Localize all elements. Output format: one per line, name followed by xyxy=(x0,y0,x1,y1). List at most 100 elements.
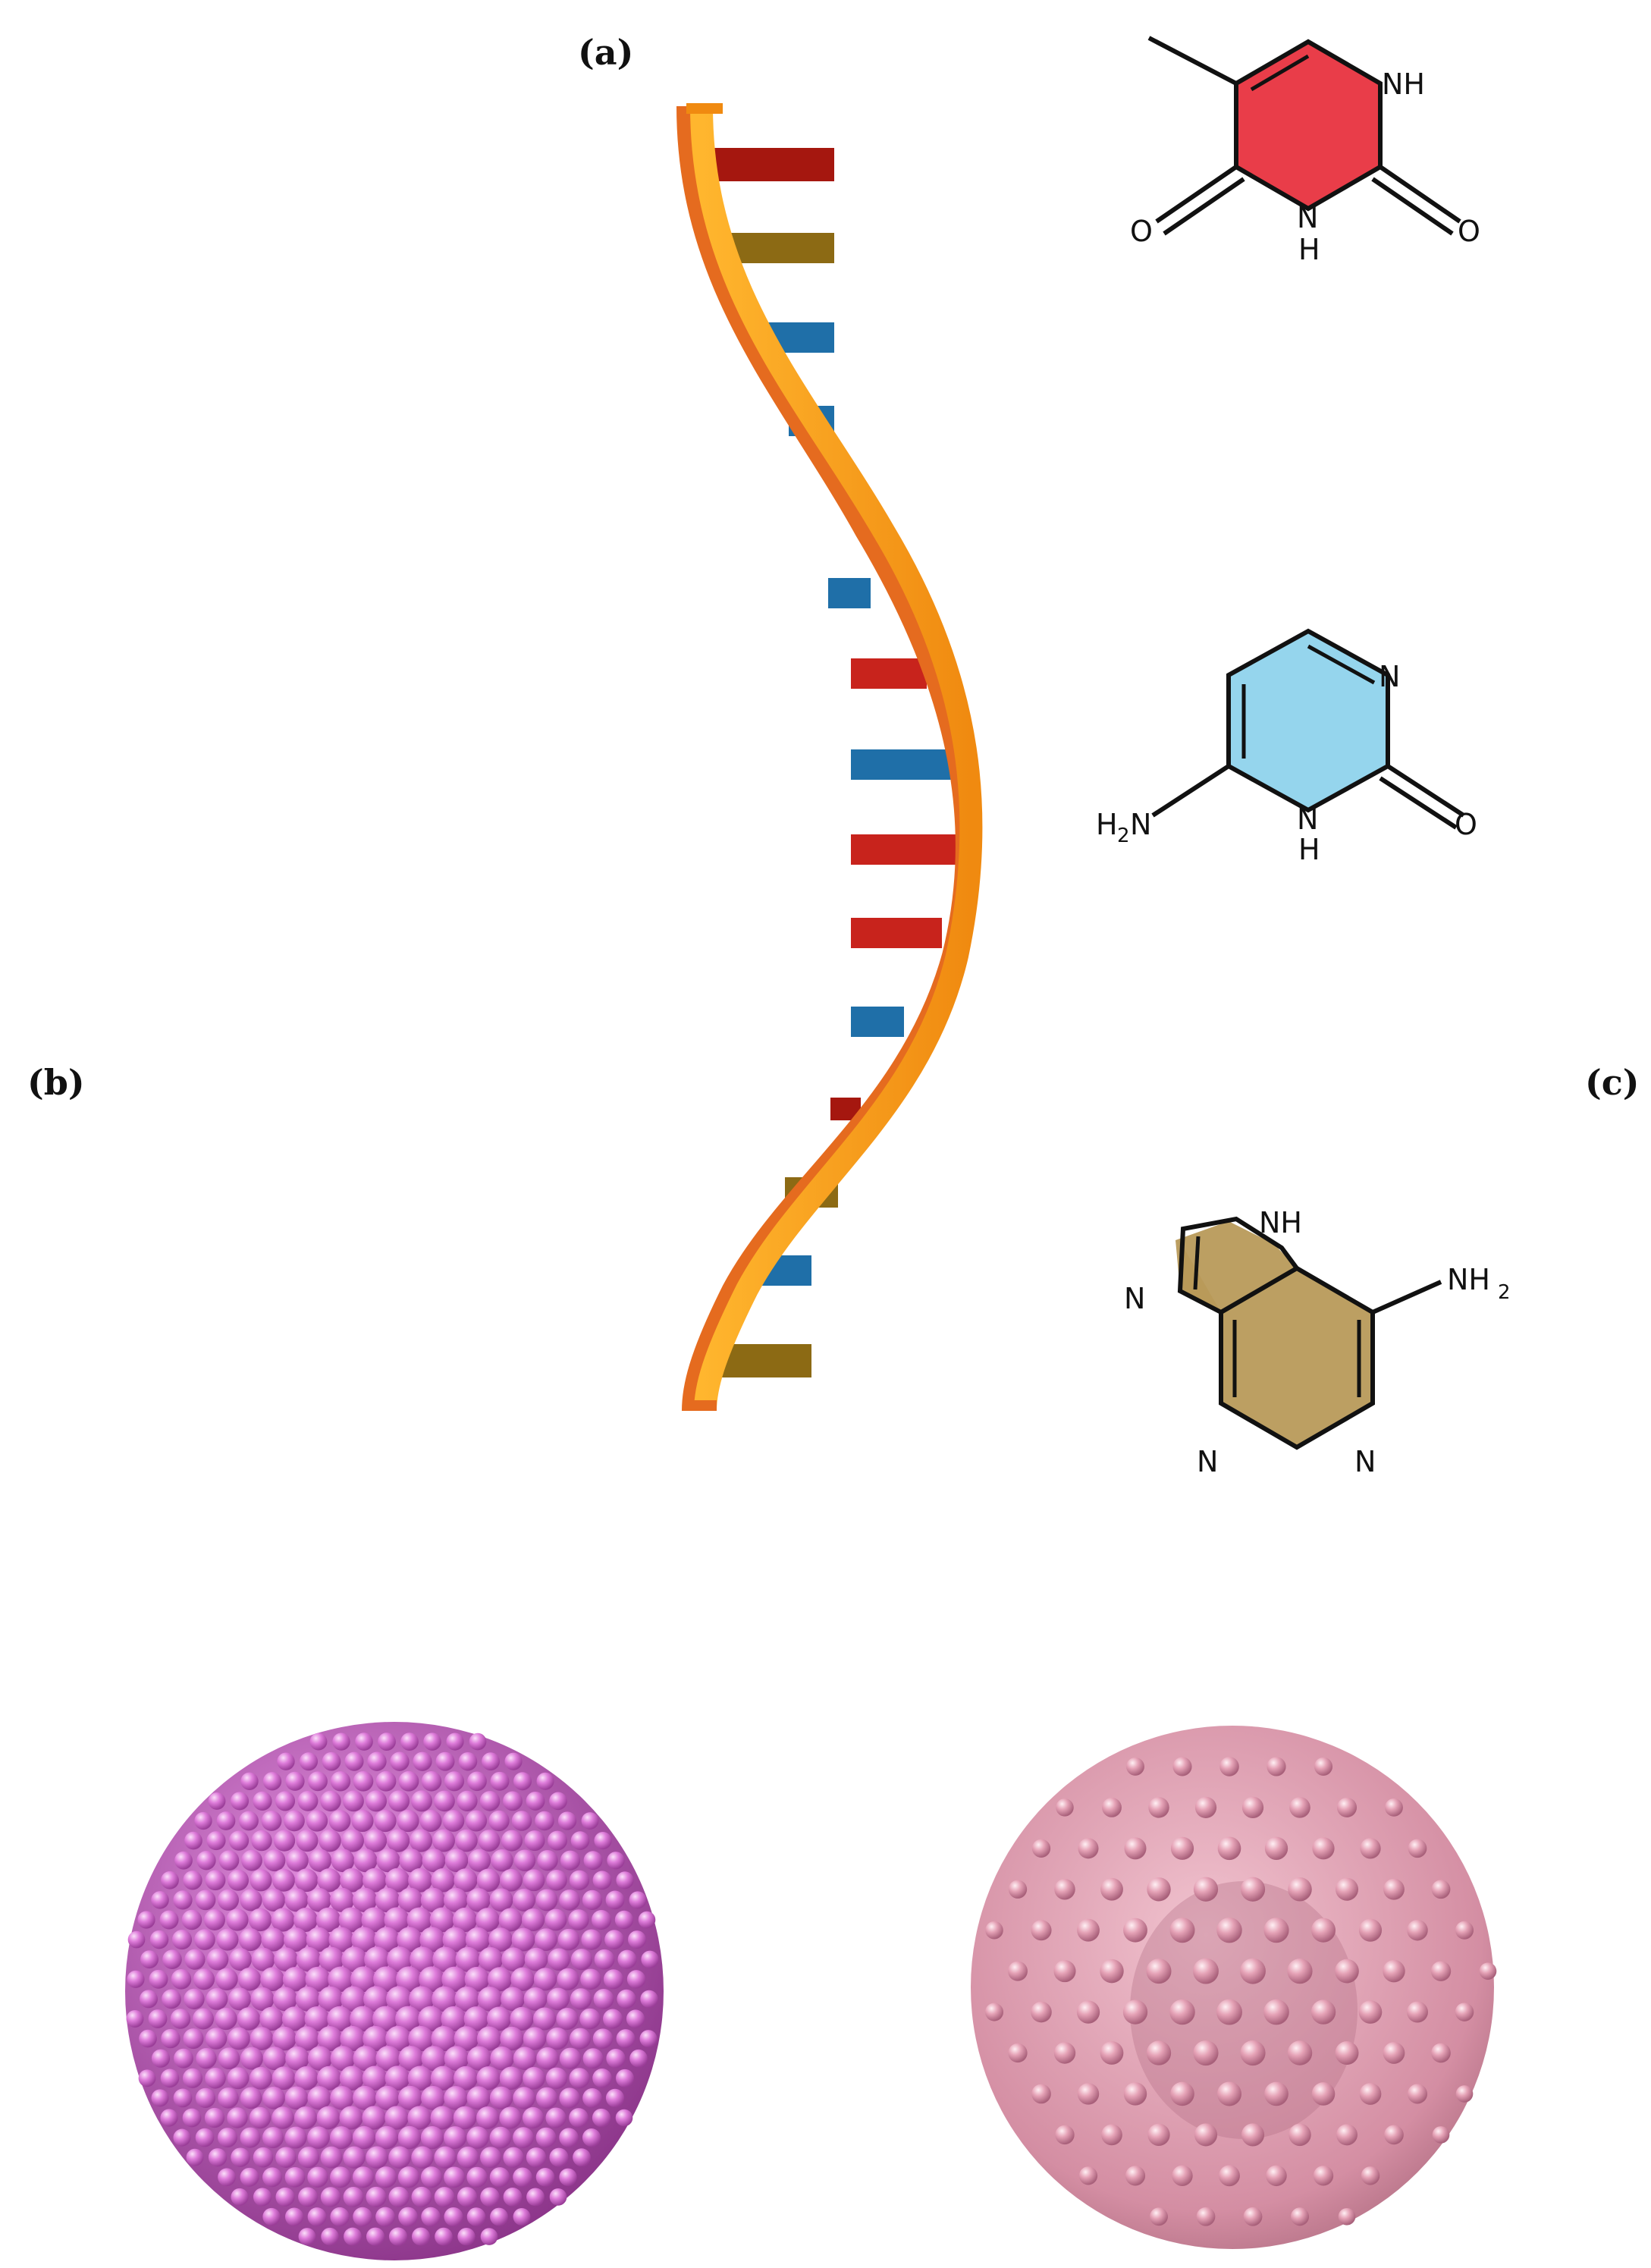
coating-bead xyxy=(1288,2123,1311,2147)
adenine-atom: NH xyxy=(1259,1206,1302,1239)
coating-bead xyxy=(374,1809,397,1833)
coating-bead xyxy=(1290,2207,1310,2226)
coating-bead xyxy=(420,2125,444,2150)
coating-bead xyxy=(1148,1797,1169,1818)
coating-bead xyxy=(503,1791,523,1811)
coating-bead xyxy=(1216,2081,1242,2106)
coating-bead xyxy=(480,2228,498,2245)
coating-bead xyxy=(162,1989,181,2009)
coating-bead xyxy=(573,2148,591,2167)
coating-bead xyxy=(479,1791,501,1811)
coating-bead xyxy=(161,1871,179,1889)
coating-bead xyxy=(1031,2084,1051,2104)
coating-bead xyxy=(308,1849,332,1872)
coating-bead xyxy=(1170,1836,1194,1860)
coating-bead xyxy=(486,2006,512,2031)
coating-bead xyxy=(388,2186,410,2207)
coating-bead xyxy=(1219,2165,1240,2187)
coating-bead xyxy=(501,1830,523,1852)
coating-bead xyxy=(316,2106,341,2130)
coating-bead xyxy=(259,2006,284,2031)
coating-bead xyxy=(604,1930,624,1949)
coating-bead xyxy=(434,2187,455,2207)
coating-bead xyxy=(183,1871,202,1890)
coating-bead xyxy=(1266,1757,1286,1776)
coating-bead xyxy=(397,2085,423,2110)
coating-bead xyxy=(605,1890,625,1910)
coating-bead xyxy=(206,1948,229,1971)
coating-bead xyxy=(457,2187,478,2207)
coating-bead xyxy=(547,1987,570,2011)
coating-bead xyxy=(317,1868,341,1893)
label-b: (b) xyxy=(27,1062,85,1103)
coating-bead xyxy=(466,2166,488,2188)
adenine-molecule-icon: NH N N N NH 2 xyxy=(1124,1206,1511,1478)
coating-bead xyxy=(387,1946,413,1973)
coating-bead xyxy=(606,2049,626,2069)
coating-bead xyxy=(503,2188,523,2207)
coating-bead xyxy=(501,1947,526,1971)
coating-bead xyxy=(465,1927,491,1952)
base-pair-rung xyxy=(851,918,942,948)
coating-bead xyxy=(1077,2083,1100,2105)
coating-bead xyxy=(339,2065,365,2091)
coating-bead xyxy=(431,2025,457,2052)
label-c: (c) xyxy=(1585,1062,1640,1103)
coating-bead xyxy=(160,2069,180,2088)
coating-bead xyxy=(413,1751,432,1771)
coating-bead xyxy=(1313,2166,1334,2186)
coating-bead xyxy=(230,1792,250,1811)
coating-bead xyxy=(397,1809,419,1833)
coating-bead xyxy=(355,1732,373,1751)
coating-bead xyxy=(250,2027,274,2050)
coating-bead xyxy=(500,2026,524,2051)
coating-bead xyxy=(322,1751,341,1771)
thymine-atom: O xyxy=(1458,215,1480,248)
coating-bead xyxy=(320,2146,343,2169)
coating-bead xyxy=(364,1946,390,1973)
coating-bead xyxy=(466,2207,486,2226)
coating-bead xyxy=(545,2067,568,2089)
coating-bead xyxy=(298,2228,316,2246)
coating-bead xyxy=(536,1772,554,1790)
coating-bead xyxy=(504,1752,523,1770)
coating-bead xyxy=(407,2106,432,2130)
coating-bead xyxy=(524,1947,548,1971)
coating-bead xyxy=(182,2068,203,2088)
coating-bead xyxy=(330,2207,350,2227)
coating-bead xyxy=(1125,2166,1146,2186)
coating-bead xyxy=(262,2127,284,2149)
coating-bead xyxy=(275,2187,295,2207)
coating-bead xyxy=(640,1990,658,2009)
coating-bead xyxy=(453,2106,477,2130)
coating-bead xyxy=(500,1868,523,1892)
coating-bead xyxy=(385,2025,411,2052)
coating-bead xyxy=(463,2006,489,2031)
coating-bead xyxy=(390,1751,410,1771)
coating-bead xyxy=(1408,1839,1427,1858)
coating-bead xyxy=(262,2047,287,2071)
adenine-atom: N xyxy=(1197,1445,1218,1478)
coating-bead xyxy=(298,2187,318,2207)
coating-bead xyxy=(306,1810,328,1832)
coating-bead xyxy=(581,1812,599,1830)
coating-bead xyxy=(319,1946,344,1972)
coating-bead xyxy=(1147,2123,1170,2147)
coating-bead xyxy=(261,1811,282,1831)
cytosine-atom: 2 xyxy=(1117,825,1130,847)
coating-bead xyxy=(351,1927,377,1952)
coating-bead xyxy=(615,2109,633,2127)
coating-bead xyxy=(218,2128,237,2148)
coating-bead xyxy=(293,2106,318,2130)
coating-bead xyxy=(549,1792,567,1811)
coating-bead xyxy=(1310,1999,1336,2025)
coating-bead xyxy=(549,2147,569,2167)
coating-bead xyxy=(603,2009,623,2029)
coating-bead xyxy=(397,1927,422,1952)
coating-bead xyxy=(272,2106,294,2129)
coating-bead xyxy=(138,2069,156,2087)
coating-bead xyxy=(366,2146,388,2169)
coating-bead xyxy=(341,1946,367,1972)
coating-bead xyxy=(321,2227,339,2246)
coating-bead xyxy=(250,1869,272,1892)
